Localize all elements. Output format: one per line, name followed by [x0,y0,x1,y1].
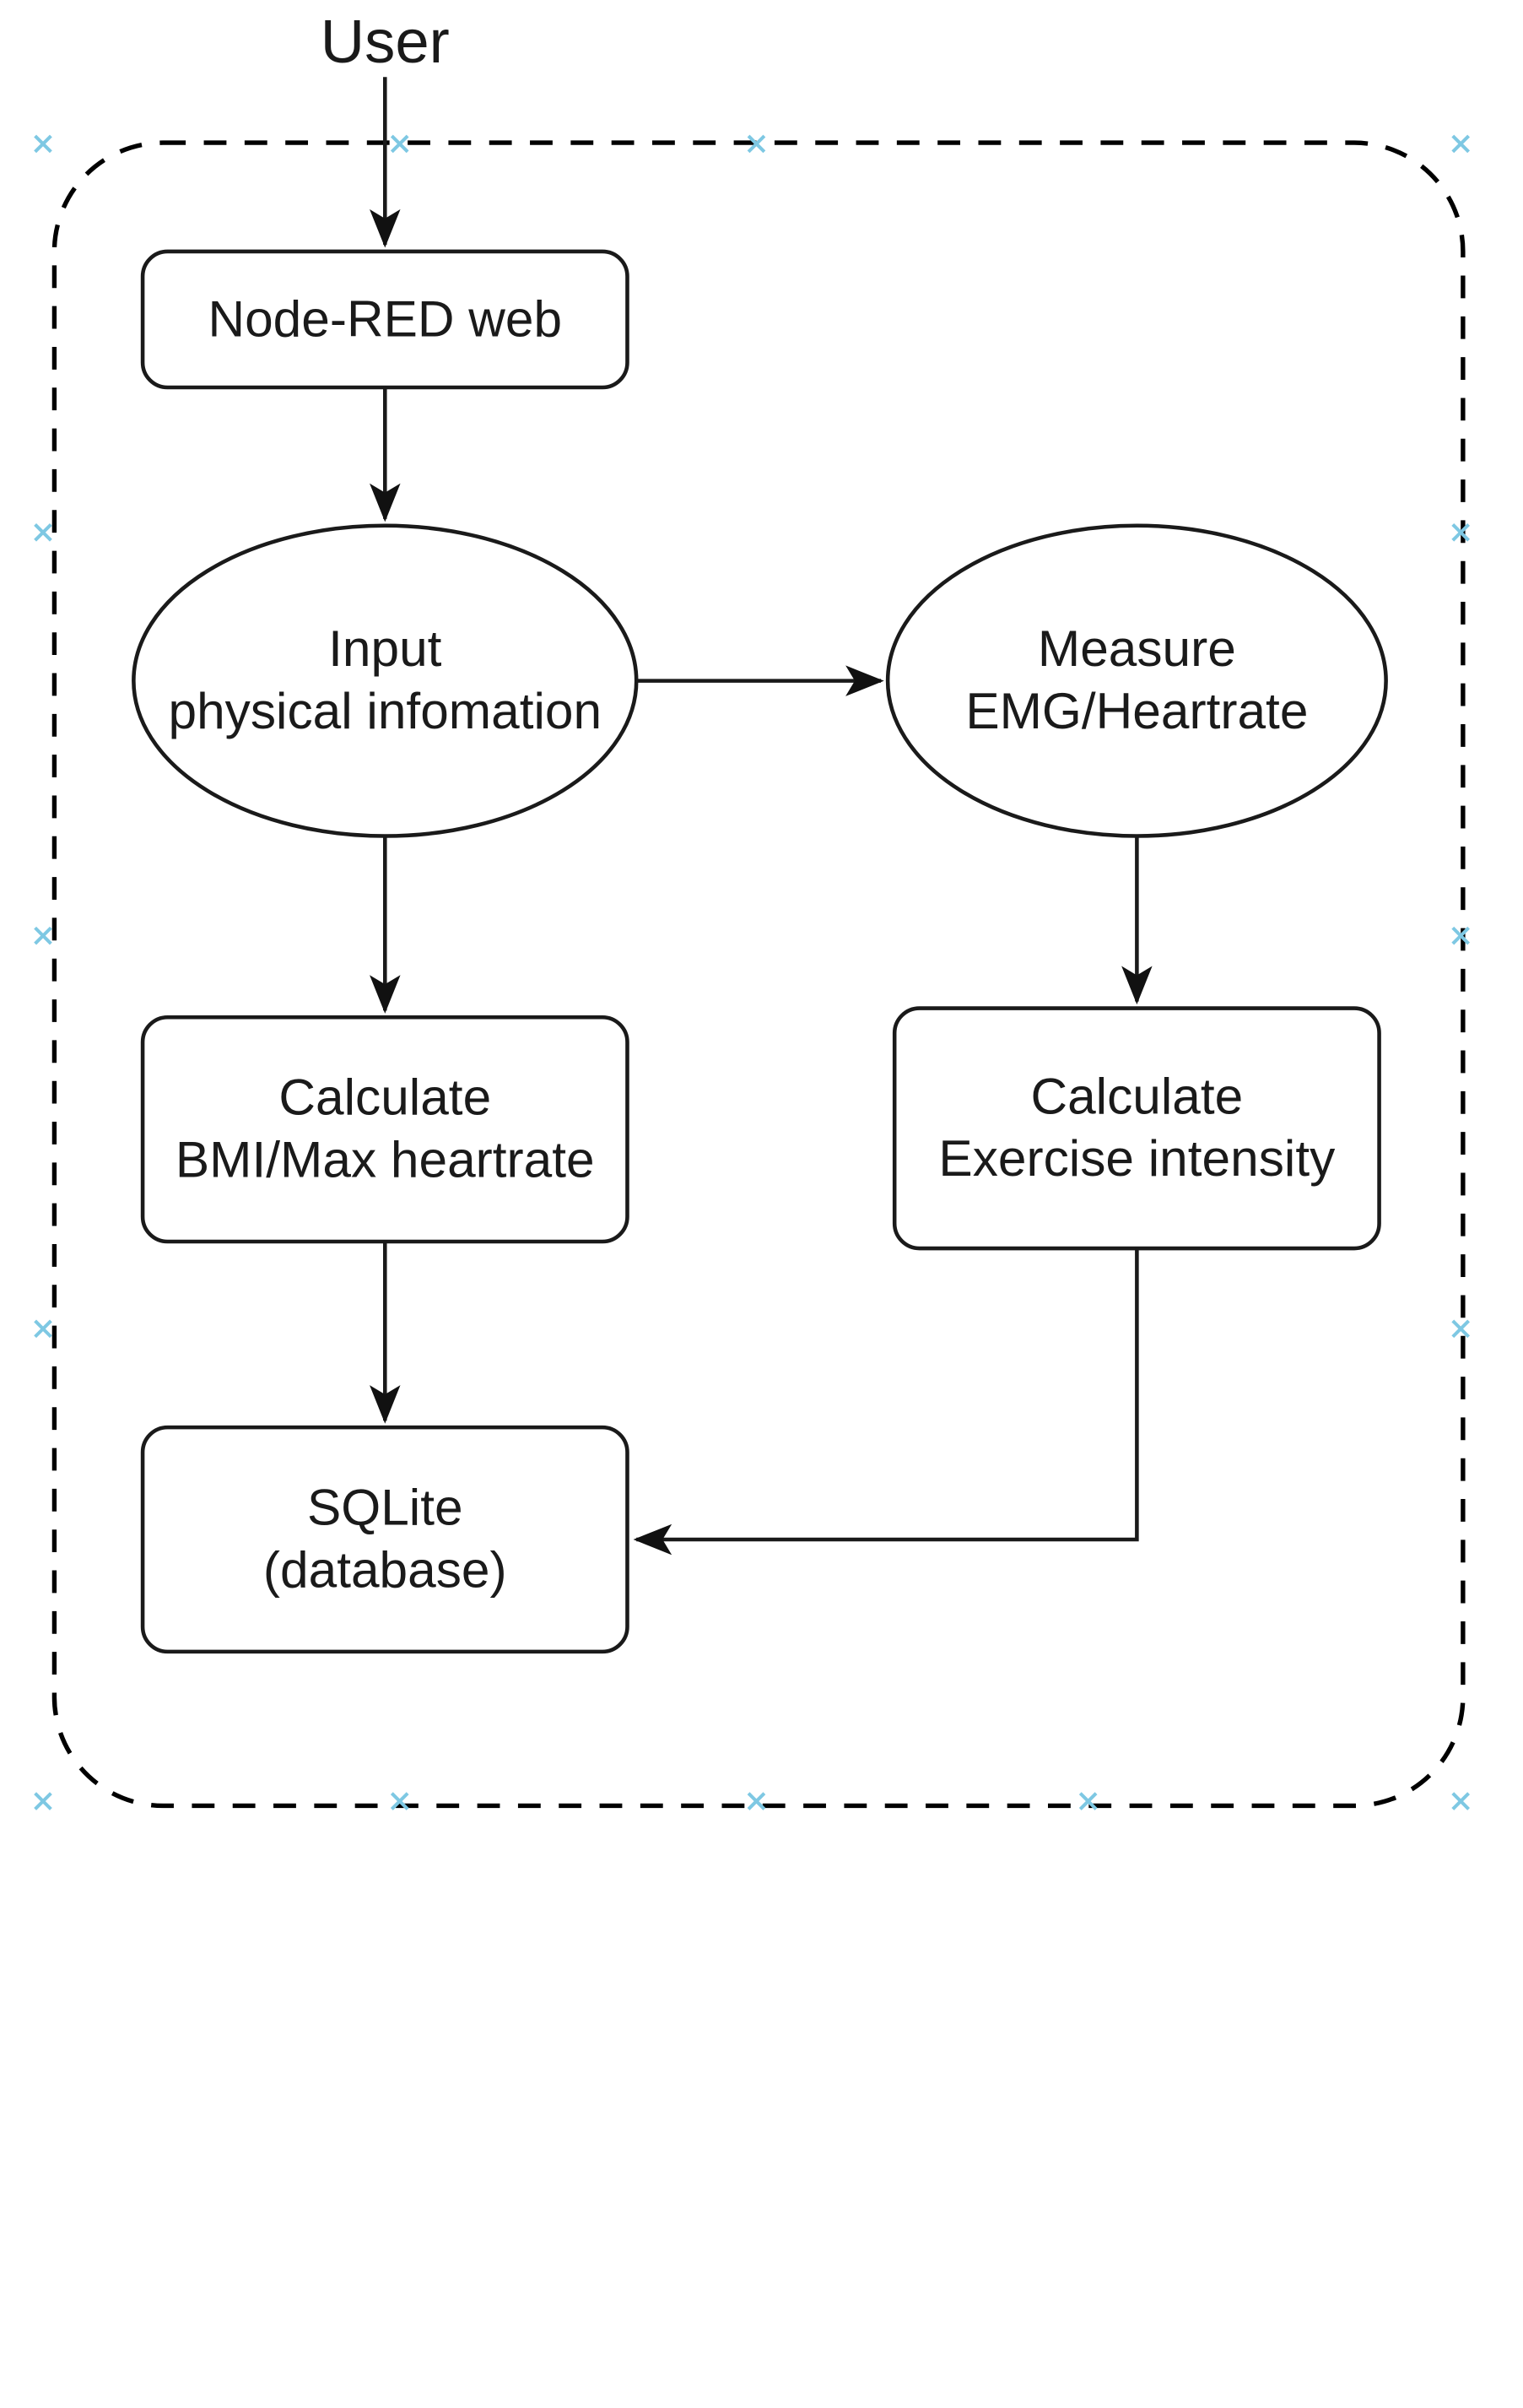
calculate-bmi-max-heartrate-shape [140,1015,629,1244]
sqlite-database-shape [140,1425,629,1654]
edge-exercise-intensity-to-sqlite [633,1248,1139,1556]
measure-emg-heartrate-shape [885,523,1388,838]
input-physical-information-shape [132,523,639,838]
calculate-exercise-intensity-shape [892,1006,1381,1251]
node-red-web-shape [140,249,629,390]
system-boundary [51,140,1466,1809]
